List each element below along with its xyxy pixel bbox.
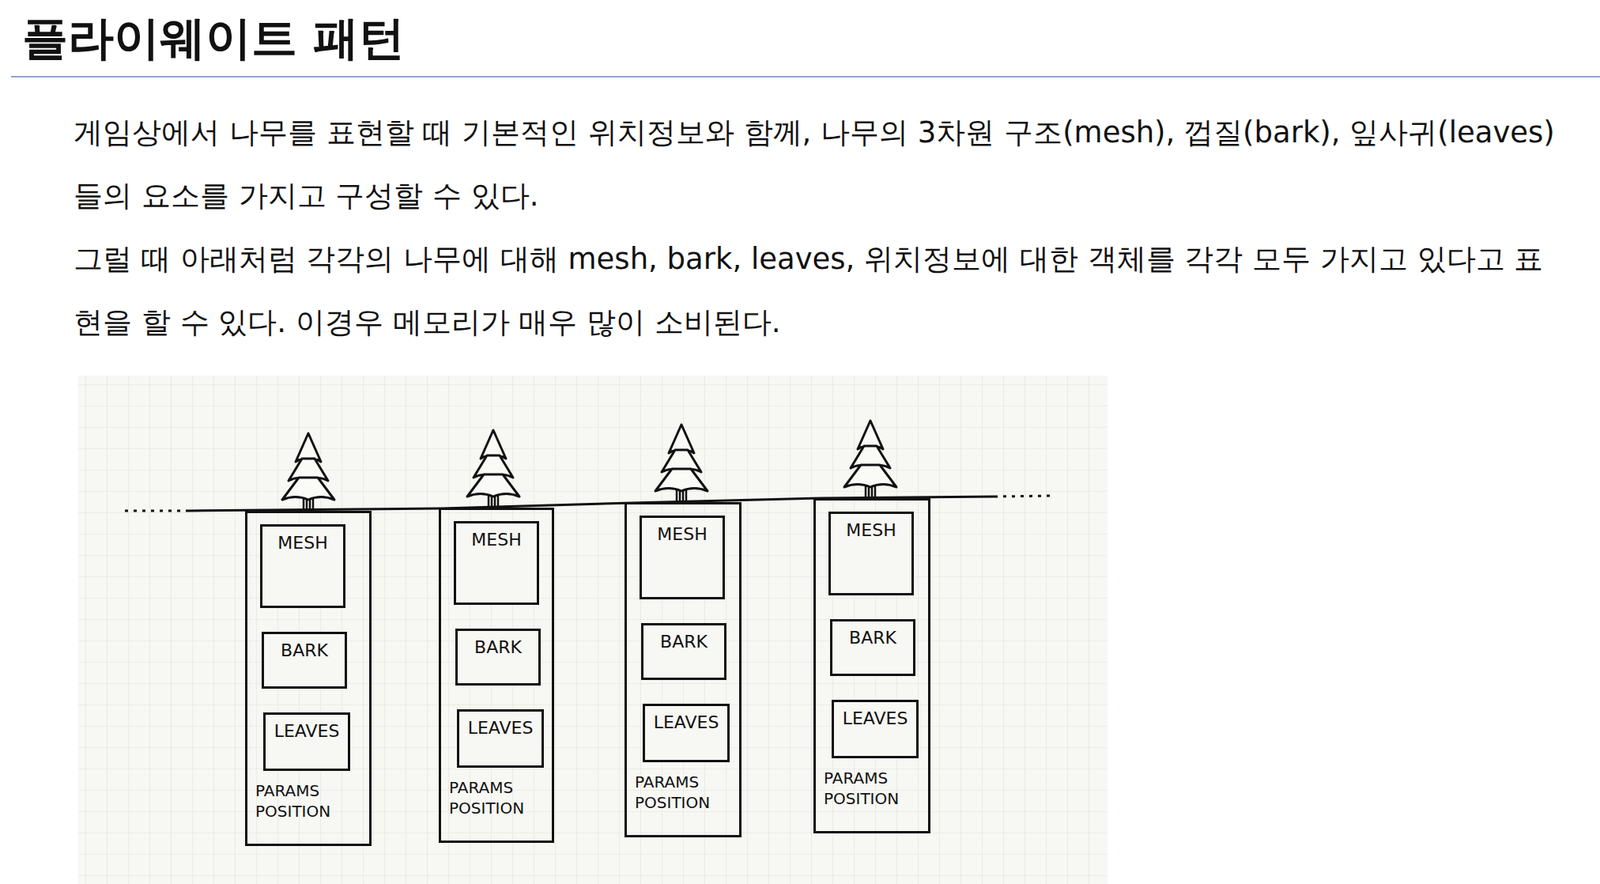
title-rule [11,75,1600,78]
params-label: PARAMS POSITION [634,771,732,813]
component-label: MESH [845,520,896,540]
tree-object: MESH BARK LEAVES PARAMS POSITION [245,510,372,846]
paper-grid [78,375,1108,884]
params-label: PARAMS POSITION [823,767,921,809]
component-label: LEAVES [842,708,909,729]
component-box: BARK [261,631,348,689]
component-box: MESH [453,520,540,605]
slide-title: 플라이웨이트 패턴 [22,7,405,70]
component-label: LEAVES [467,717,534,738]
ground-dots [994,495,1052,497]
component-box: BARK [641,622,727,680]
tree-object: MESH BARK LEAVES PARAMS POSITION [624,501,742,838]
component-box: BARK [830,618,916,676]
component-label: LEAVES [274,720,340,741]
tree-icon [282,433,335,511]
tree-object: MESH BARK LEAVES PARAMS POSITION [813,498,931,834]
tree-icon [844,420,897,499]
component-box: LEAVES [831,699,919,759]
paper-ground [78,375,1108,884]
component-label: BARK [849,627,897,648]
component-box: MESH [639,515,725,600]
body-text: 그럴 때 아래처럼 각각의 나무에 대해 mesh, bark, leaves,… [73,227,1560,355]
component-label: MESH [277,532,328,553]
tree-icon [655,424,708,502]
component-box: BARK [455,628,541,686]
component-box: LEAVES [456,709,544,768]
params-label: PARAMS POSITION [255,780,362,822]
component-label: MESH [656,524,707,544]
component-label: MESH [471,529,521,550]
component-label: BARK [280,640,329,661]
component-label: BARK [474,637,522,657]
tree-icon [467,430,520,508]
paragraph: 게임상에서 나무를 표현할 때 기본적인 위치정보와 함께, 나무의 3차원 구… [73,101,1560,355]
ground-dots [124,509,189,513]
component-box: LEAVES [642,703,730,763]
params-label: PARAMS POSITION [449,777,544,819]
component-box: MESH [260,524,346,608]
component-label: BARK [660,631,708,652]
component-box: LEAVES [263,712,351,771]
component-label: LEAVES [653,712,720,733]
body-text: 게임상에서 나무를 표현할 때 기본적인 위치정보와 함께, 나무의 3차원 구… [73,101,1560,228]
component-box: MESH [828,511,914,596]
tree-object: MESH BARK LEAVES PARAMS POSITION [438,507,555,843]
